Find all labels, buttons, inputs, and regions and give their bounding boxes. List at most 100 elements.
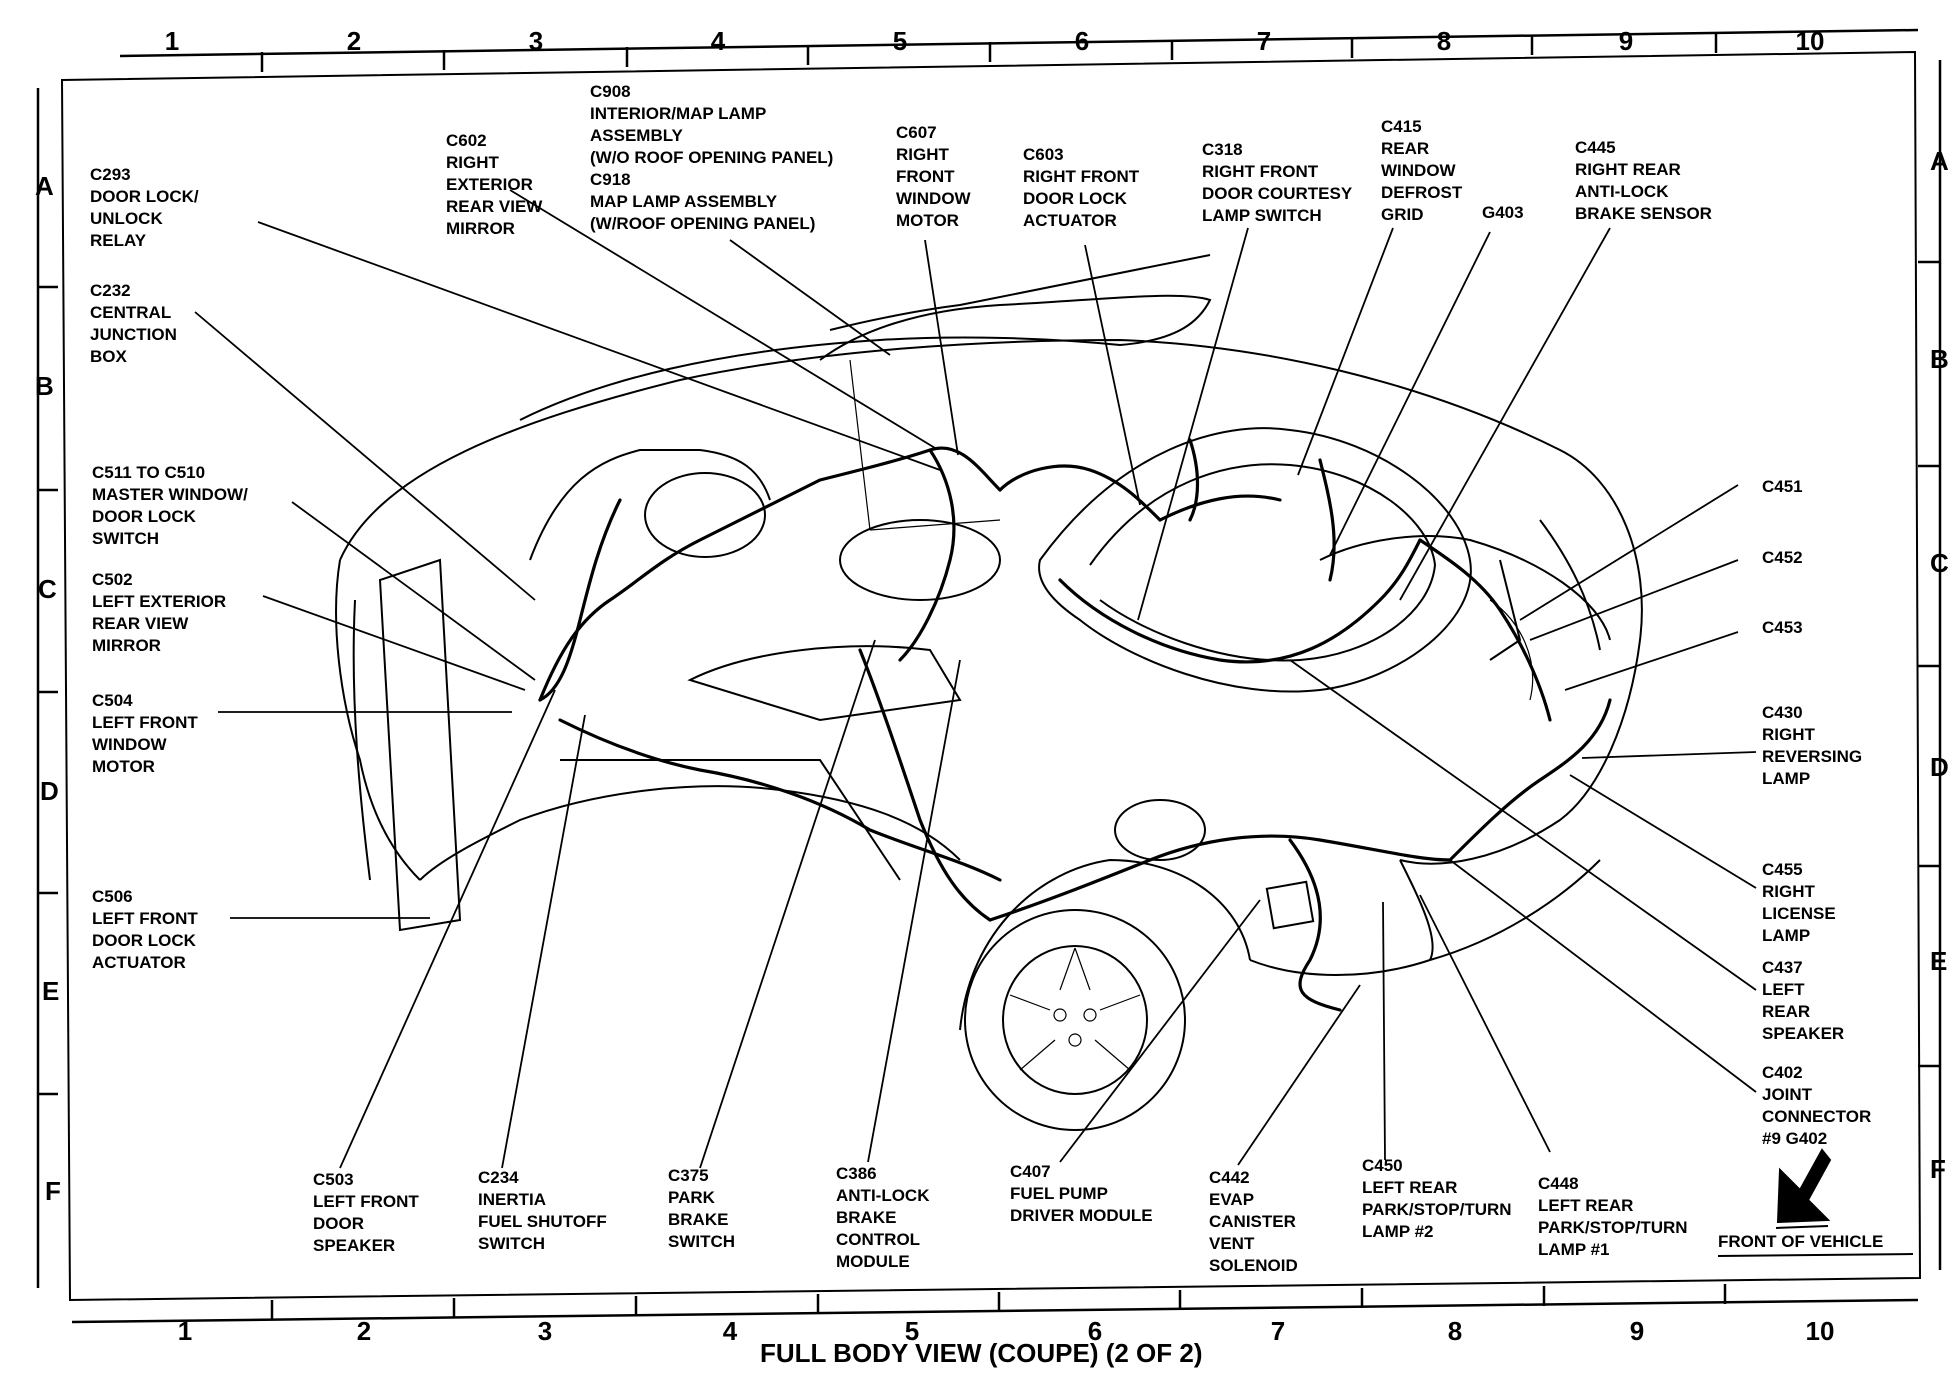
- callout-c386-line: C386: [836, 1164, 877, 1183]
- callout-c386-line: MODULE: [836, 1252, 910, 1271]
- callout-c455-line: LICENSE: [1762, 904, 1836, 923]
- grid-row-right-D: D: [1930, 752, 1949, 782]
- callout-c602-line: EXTERIOR: [446, 175, 533, 194]
- front-of-vehicle-label: FRONT OF VEHICLE: [1718, 1232, 1883, 1251]
- callout-c375-line: SWITCH: [668, 1232, 735, 1251]
- callout-c603-line: RIGHT FRONT: [1023, 167, 1140, 186]
- callout-c437-line: C437: [1762, 958, 1803, 977]
- callout-c442-line: C442: [1209, 1168, 1250, 1187]
- callout-c232-line: JUNCTION: [90, 325, 177, 344]
- callout-c415-line: REAR: [1381, 139, 1429, 158]
- grid-col-top-10: 10: [1796, 26, 1825, 56]
- callout-c602-line: REAR VIEW: [446, 197, 543, 216]
- grid-row-right-B: B: [1930, 344, 1949, 374]
- callout-c386-line: ANTI-LOCK: [836, 1186, 930, 1205]
- callout-c430-line: LAMP: [1762, 769, 1810, 788]
- grid-col-bottom-7: 7: [1271, 1316, 1285, 1346]
- callout-c386-line: CONTROL: [836, 1230, 920, 1249]
- callout-c442-line: VENT: [1209, 1234, 1255, 1253]
- callout-c908-line: ASSEMBLY: [590, 126, 684, 145]
- callout-c448-line: LEFT REAR: [1538, 1196, 1633, 1215]
- callout-c415-line: WINDOW: [1381, 161, 1457, 180]
- grid-row-right-F: F: [1930, 1154, 1946, 1184]
- front-of-vehicle-underline: [1717, 1253, 1914, 1257]
- callout-c504-line: MOTOR: [92, 757, 155, 776]
- callout-c453-line: C453: [1762, 618, 1803, 637]
- callout-c415-line: C415: [1381, 117, 1422, 136]
- callout-c455-line: LAMP: [1762, 926, 1810, 945]
- grid-col-bottom-2: 2: [357, 1316, 371, 1346]
- callout-c430-line: RIGHT: [1762, 725, 1816, 744]
- callout-c502-line: LEFT EXTERIOR: [92, 592, 226, 611]
- callout-c502-line: C502: [92, 570, 133, 589]
- callout-c448-line: LAMP #1: [1538, 1240, 1610, 1259]
- callout-c504-line: WINDOW: [92, 735, 168, 754]
- callout-c603-line: DOOR LOCK: [1023, 189, 1128, 208]
- callout-c402-line: C402: [1762, 1063, 1803, 1082]
- callout-c455-line: RIGHT: [1762, 882, 1816, 901]
- grid-col-bottom-1: 1: [178, 1316, 192, 1346]
- callout-c234-line: SWITCH: [478, 1234, 545, 1253]
- callout-c511-line: DOOR LOCK: [92, 507, 197, 526]
- front-of-vehicle-arrow-icon: [1775, 1148, 1832, 1229]
- callout-c908-line: C908: [590, 82, 631, 101]
- grid-col-top-9: 9: [1619, 26, 1633, 56]
- callout-c293-line: UNLOCK: [90, 209, 163, 228]
- callout-c407-line: FUEL PUMP: [1010, 1184, 1108, 1203]
- wiring-harness: [538, 438, 1612, 1012]
- grid-col-top-3: 3: [529, 26, 543, 56]
- grid-row-right-C: C: [1930, 548, 1949, 578]
- callout-c234-line: FUEL SHUTOFF: [478, 1212, 607, 1231]
- grid-row-left-F: F: [45, 1176, 61, 1206]
- grid-col-bottom-3: 3: [538, 1316, 552, 1346]
- callout-c445-line: C445: [1575, 138, 1616, 157]
- callout-c503-line: SPEAKER: [313, 1236, 395, 1255]
- callout-c503-line: DOOR: [313, 1214, 364, 1233]
- callout-c232-line: CENTRAL: [90, 303, 171, 322]
- callout-c506-line: DOOR LOCK: [92, 931, 197, 950]
- callout-c402-line: JOINT: [1762, 1085, 1813, 1104]
- callout-c908-line: C918: [590, 170, 631, 189]
- callout-c318-line: C318: [1202, 140, 1243, 159]
- callout-c234-line: INERTIA: [478, 1190, 546, 1209]
- callout-c455-line: C455: [1762, 860, 1803, 879]
- grid-col-bottom-8: 8: [1448, 1316, 1462, 1346]
- callout-c402-line: #9 G402: [1762, 1129, 1827, 1148]
- callout-c407-line: C407: [1010, 1162, 1051, 1181]
- callout-c232-line: BOX: [90, 347, 128, 366]
- diagram-frame: [36, 28, 1942, 1324]
- callout-c503-line: C503: [313, 1170, 354, 1189]
- callout-c442-line: SOLENOID: [1209, 1256, 1298, 1275]
- callout-c375-line: C375: [668, 1166, 709, 1185]
- callout-c511-line: MASTER WINDOW/: [92, 485, 248, 504]
- callout-c375-line: PARK: [668, 1188, 716, 1207]
- callout-c450-line: PARK/STOP/TURN: [1362, 1200, 1512, 1219]
- callout-c234-line: C234: [478, 1168, 519, 1187]
- callout-g403-line: G403: [1482, 203, 1524, 222]
- callout-c445-line: BRAKE SENSOR: [1575, 204, 1712, 223]
- grid-row-right-A: A: [1930, 146, 1949, 176]
- callout-c450-line: LAMP #2: [1362, 1222, 1434, 1241]
- callout-c452-line: C452: [1762, 548, 1803, 567]
- callout-c602-line: C602: [446, 131, 487, 150]
- callout-c445-line: RIGHT REAR: [1575, 160, 1681, 179]
- callout-c603-line: ACTUATOR: [1023, 211, 1117, 230]
- grid-row-left-A: A: [35, 171, 54, 201]
- callout-c445-line: ANTI-LOCK: [1575, 182, 1669, 201]
- callout-c450-line: LEFT REAR: [1362, 1178, 1457, 1197]
